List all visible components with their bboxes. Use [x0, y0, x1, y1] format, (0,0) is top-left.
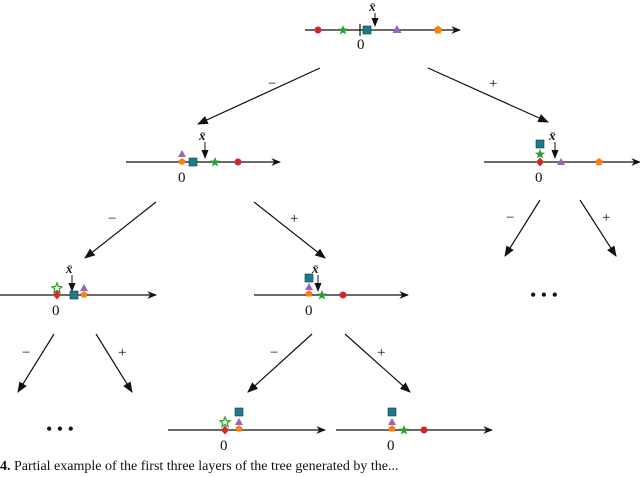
edge-minus-label: −: [506, 210, 514, 226]
caption-text: Partial example of the first three layer…: [14, 459, 399, 474]
green-star-marker: [218, 415, 232, 428]
edge-minus-minus: [84, 201, 157, 259]
edge-plus-label: +: [602, 210, 610, 226]
ellipsis: • • •: [530, 285, 558, 305]
purple-triangle-marker: [557, 158, 565, 165]
red-diamond-marker: [221, 425, 229, 435]
edge-mp-plus: [344, 333, 411, 393]
edge-plus-label: +: [290, 211, 298, 227]
edge-mp-minus: [247, 333, 313, 393]
edge-root-plus: [427, 67, 549, 123]
node-minus-plus-plus: 0: [336, 407, 493, 454]
xbar-label: x̄: [65, 261, 73, 276]
zero-label: 0: [535, 170, 543, 186]
orange-pentagon-marker: [433, 25, 443, 34]
teal-square-marker: [535, 139, 545, 149]
red-circle-marker: [420, 426, 428, 434]
node-minus-plus: 0 x̄: [254, 261, 409, 319]
edge-minus-label: −: [108, 211, 116, 227]
red-diamond-marker: [53, 290, 61, 300]
root-node: 0 x̄: [305, 0, 461, 53]
edge-plus-label: +: [118, 345, 126, 361]
xbar-label: x̄: [198, 128, 206, 143]
node-minus-plus-minus: 0: [168, 407, 326, 454]
green-star-marker: [210, 157, 220, 167]
green-star-marker: [535, 149, 545, 159]
zero-label: 0: [305, 303, 313, 319]
ellipsis: • • •: [46, 419, 74, 439]
purple-triangle-marker: [388, 418, 396, 425]
edge-plus-plus: [579, 199, 617, 257]
xbar-label: x̄: [548, 128, 556, 143]
teal-square-marker: [304, 273, 314, 283]
orange-pentagon-marker: [80, 291, 88, 298]
zero-label: 0: [52, 303, 60, 319]
node-minus-minus: 0 x̄: [0, 261, 157, 319]
purple-triangle-marker: [178, 150, 186, 157]
xbar-label: x̄: [368, 0, 376, 14]
teal-square-marker: [362, 25, 372, 35]
figure-caption: 4. Partial example of the first three la…: [0, 456, 640, 477]
edge-plus-label: +: [489, 76, 497, 92]
red-circle-marker: [339, 291, 347, 299]
node-plus: 0 x̄: [484, 128, 640, 186]
edge-minus-plus: [253, 201, 326, 259]
teal-square-marker: [188, 157, 198, 167]
teal-square-marker: [69, 290, 79, 300]
zero-label: 0: [178, 170, 186, 186]
purple-triangle-marker: [305, 283, 313, 290]
red-circle-marker: [314, 26, 322, 34]
orange-pentagon-marker: [388, 425, 396, 432]
zero-label: 0: [220, 438, 228, 454]
purple-triangle-marker: [235, 418, 243, 425]
caption-label: 4.: [0, 459, 11, 474]
edge-minus-label: −: [268, 76, 276, 92]
orange-pentagon-marker: [178, 158, 186, 165]
edge-root-minus: [197, 67, 321, 125]
green-star-marker: [317, 290, 327, 300]
purple-triangle-marker: [392, 25, 402, 33]
edge-minus-label: −: [22, 345, 30, 361]
purple-triangle-marker: [80, 284, 88, 291]
edge-mm-minus: [17, 333, 55, 393]
edge-plus-label: +: [377, 345, 385, 361]
green-star-marker: [399, 425, 409, 435]
red-circle-marker: [234, 158, 242, 166]
edge-plus-minus: [504, 199, 541, 257]
edge-minus-label: −: [270, 345, 278, 361]
edge-mm-plus: [95, 333, 133, 393]
orange-pentagon-marker: [305, 290, 313, 297]
teal-square-marker: [387, 407, 397, 417]
orange-pentagon-marker: [235, 425, 243, 432]
node-minus: 0 x̄: [126, 128, 281, 186]
red-diamond-marker: [536, 157, 544, 167]
orange-pentagon-marker: [595, 158, 603, 166]
xbar-label: x̄: [311, 261, 319, 276]
green-star-marker: [338, 25, 348, 35]
zero-label: 0: [387, 438, 395, 454]
teal-square-marker: [234, 407, 244, 417]
zero-label: 0: [357, 37, 365, 53]
